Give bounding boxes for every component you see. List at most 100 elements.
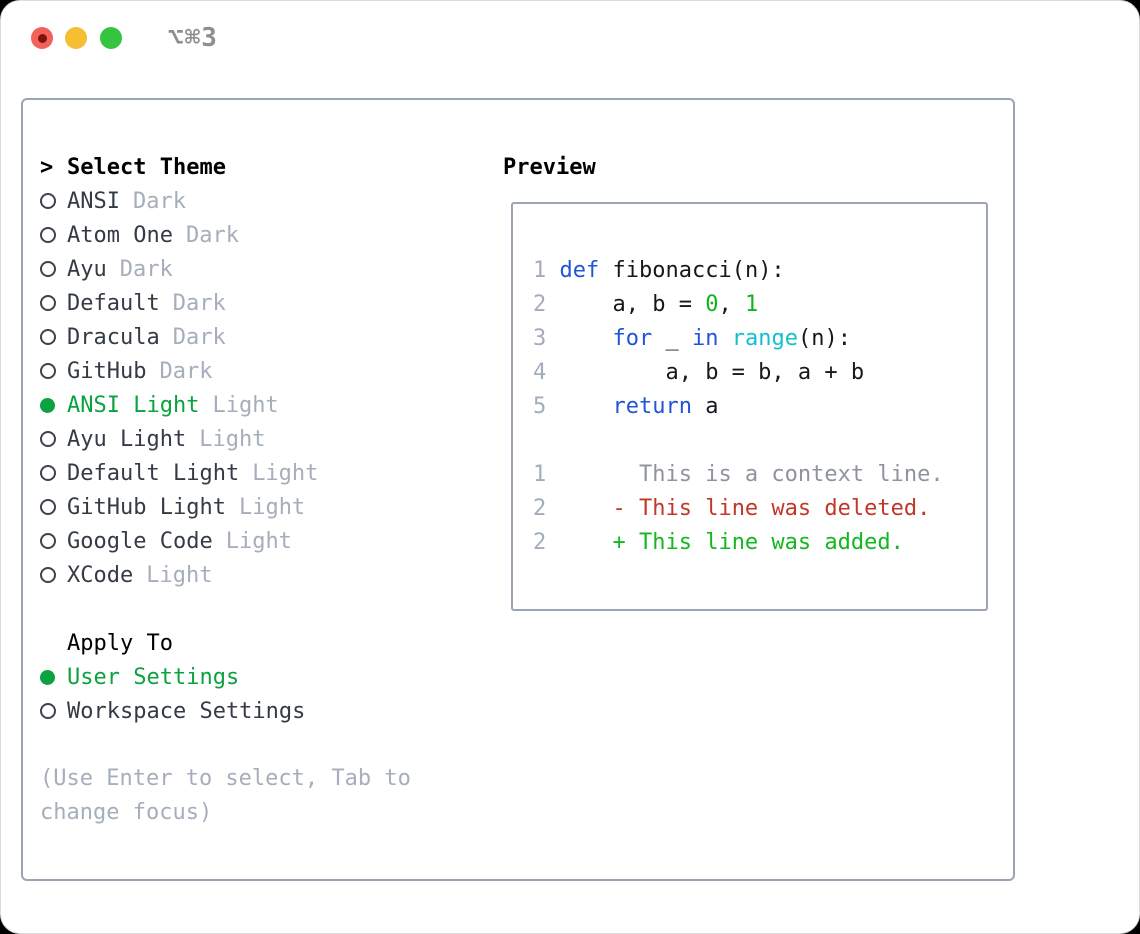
line-number: 1 xyxy=(533,462,613,487)
apply-option-user-settings[interactable]: User Settings xyxy=(40,660,490,694)
radio-unselected-icon xyxy=(40,295,56,311)
theme-name: Default Light xyxy=(67,460,240,486)
code-token: range xyxy=(731,326,798,351)
spacer xyxy=(40,728,490,762)
diff-line-deleted: 2 - This line was deleted. xyxy=(533,492,944,526)
code-line: 2 a, b = 0, 1 xyxy=(533,288,944,322)
diff-text: - This line was deleted. xyxy=(612,496,931,521)
theme-option-dracula[interactable]: Dracula Dark xyxy=(40,320,490,354)
preview-title: Preview xyxy=(503,155,596,180)
code-token xyxy=(718,326,731,351)
theme-variant-badge: Light xyxy=(238,494,306,520)
code-token: a, b = xyxy=(559,292,706,317)
theme-name: Dracula xyxy=(67,324,160,350)
minimize-button[interactable] xyxy=(65,27,87,49)
code-token: in xyxy=(691,326,719,351)
theme-name: Atom One xyxy=(67,222,173,248)
diff-line-added: 2 + This line was added. xyxy=(533,526,944,560)
theme-variant-badge: Dark xyxy=(132,188,186,214)
theme-variant-badge: Dark xyxy=(172,324,226,350)
code-line: 3 for _ in range(n): xyxy=(533,322,944,356)
theme-option-xcode[interactable]: XCode Light xyxy=(40,558,490,592)
keyboard-shortcut-label: ⌥⌘3 xyxy=(168,23,218,53)
radio-unselected-icon xyxy=(40,193,56,209)
apply-option-workspace-settings[interactable]: Workspace Settings xyxy=(40,694,490,728)
theme-option-google-code[interactable]: Google Code Light xyxy=(40,524,490,558)
theme-variant-badge: Dark xyxy=(119,256,173,282)
theme-name: XCode xyxy=(67,562,134,588)
line-number: 2 xyxy=(533,292,560,317)
theme-name: Google Code xyxy=(67,528,213,554)
diff-text: + This line was added. xyxy=(612,530,904,555)
theme-option-atom-one[interactable]: Atom One Dark xyxy=(40,218,490,252)
help-line-1: (Use Enter to select, Tab to xyxy=(40,766,411,791)
code-token xyxy=(560,326,613,351)
close-dot-icon xyxy=(37,33,47,43)
theme-variant-badge: Dark xyxy=(185,222,239,248)
select-theme-header-row: > Select Theme xyxy=(40,150,490,184)
radio-unselected-icon xyxy=(40,431,56,447)
radio-selected-icon xyxy=(40,669,55,685)
blank-line xyxy=(533,424,944,458)
zoom-button[interactable] xyxy=(100,27,122,49)
line-number: 5 xyxy=(533,394,560,419)
apply-to-header: Apply To xyxy=(67,630,173,656)
line-number: 4 xyxy=(533,360,560,385)
code-token: return xyxy=(612,394,692,419)
radio-unselected-icon xyxy=(40,329,56,345)
code-token: def xyxy=(559,258,600,283)
theme-name: ANSI xyxy=(67,188,120,214)
select-theme-header: Select Theme xyxy=(67,154,226,180)
radio-unselected-icon xyxy=(40,363,56,379)
radio-unselected-icon xyxy=(40,499,56,515)
code-token: a, b = b, a + b xyxy=(559,360,865,385)
radio-unselected-icon xyxy=(40,227,56,243)
radio-selected-icon xyxy=(40,397,55,413)
theme-name: GitHub xyxy=(67,358,147,384)
code-token: 1 xyxy=(744,292,759,317)
code-token: for xyxy=(612,326,653,351)
theme-variant-badge: Light xyxy=(252,460,319,486)
theme-variant-badge: Light xyxy=(225,528,292,554)
theme-name: Ayu xyxy=(67,256,107,282)
theme-variant-badge: Dark xyxy=(159,358,213,384)
theme-option-ansi[interactable]: ANSI Dark xyxy=(40,184,490,218)
theme-option-github[interactable]: GitHub Dark xyxy=(40,354,490,388)
selection-prompt: > xyxy=(40,154,54,180)
theme-option-ayu[interactable]: Ayu Dark xyxy=(40,252,490,286)
diff-text: This is a context line. xyxy=(612,462,944,487)
theme-variant-badge: Light xyxy=(146,562,213,588)
theme-name: Ayu Light xyxy=(67,426,187,452)
code-token: fibonacci(n): xyxy=(599,258,785,283)
titlebar: ⌥⌘3 xyxy=(1,1,1139,76)
theme-option-ayu-light[interactable]: Ayu Light Light xyxy=(40,422,490,456)
radio-unselected-icon xyxy=(40,567,56,583)
code-line: 4 a, b = b, a + b xyxy=(533,356,944,390)
line-number: 2 xyxy=(533,496,613,521)
theme-variant-badge: Light xyxy=(199,426,266,452)
code-line: 5 return a xyxy=(533,390,944,424)
theme-variant-badge: Dark xyxy=(172,290,226,316)
radio-unselected-icon xyxy=(40,703,56,719)
theme-variant-badge: Light xyxy=(212,392,279,418)
diff-line-context: 1 This is a context line. xyxy=(533,458,944,492)
apply-option-label: User Settings xyxy=(67,664,240,690)
apply-option-label: Workspace Settings xyxy=(67,698,306,724)
close-button[interactable] xyxy=(31,27,53,49)
line-number: 2 xyxy=(533,530,613,555)
apply-to-header-row: Apply To xyxy=(40,626,490,660)
code-token: _ xyxy=(652,326,692,351)
theme-option-default-light[interactable]: Default Light Light xyxy=(40,456,490,490)
code-token: a xyxy=(691,394,719,419)
spacer xyxy=(40,592,490,626)
